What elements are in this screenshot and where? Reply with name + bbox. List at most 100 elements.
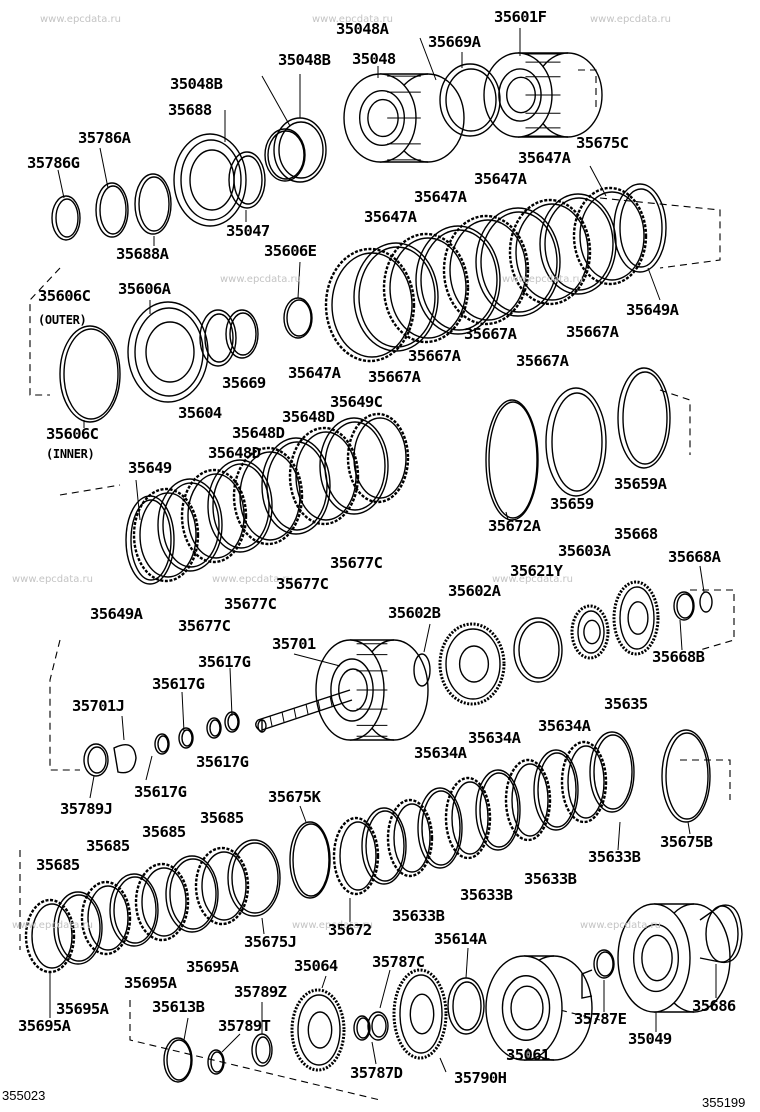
ring-35617G-c-inner [209,719,221,737]
leader-l67 [687,821,691,835]
piston-35606A [127,301,209,403]
part-label-l60: 35789J [60,800,113,818]
part-label-l33: 35648D [208,444,261,462]
leader-l4 [261,75,291,127]
steel-plate-row3-inner [324,421,386,511]
ring-35617G-a [154,733,170,755]
steel-plate-row6 [227,839,281,917]
piston-35688-bore [189,149,235,211]
part-label-l41: 35621Y [510,562,563,580]
part-label-l26: 35667A [516,352,569,370]
steel-plate-row6-inner [113,876,157,944]
ring-35659 [545,387,607,497]
assembly-line-right-3 [680,759,731,800]
clutch-plate-row3 [346,412,410,504]
gear-35603A [570,604,610,660]
part-label-l27: 35669 [222,374,266,392]
shaft-end [257,719,267,733]
retaining-plate-35649A-b [125,495,175,585]
watermark-text: www.epcdata.ru [312,14,393,25]
watermark-text: www.epcdata.ru [292,920,373,931]
assembly-line-right-1 [659,389,691,455]
part-label-l82: 35695A [18,1017,71,1035]
spring-35047-inner [233,155,263,205]
part-label-l64: 35685 [86,837,130,855]
leader-l9 [57,169,65,199]
retaining-plate-35649A [613,183,667,273]
part-label-l36: 35659A [614,475,667,493]
part-label-l69: 35633B [460,886,513,904]
bearing-35787D [367,1011,389,1041]
leader-l59 [145,755,153,781]
drum-35049-hub [641,934,673,982]
part-label-l44: 35677C [224,595,277,613]
leader-l17 [297,261,301,299]
leader-l88 [439,1057,447,1073]
part-label-l31: 35648D [282,408,335,426]
part-label-l56: 35634A [538,717,591,735]
ring-gear-35790H-inner [399,974,443,1054]
part-label-l86: 35061 [506,1046,550,1064]
clutch-plate-row6-inner [141,867,187,937]
ring-35617G-c [206,717,222,739]
clutch-plate-row3 [132,487,200,583]
snap-ring-35675B-inner [665,732,709,820]
ring-35786G [51,195,81,241]
label-inner-note: (INNER) [46,447,95,461]
part-label-l51: 35617G [198,653,251,671]
clutch-plate-row5-inner [339,821,377,891]
part-label-l23: 35647A [288,364,341,382]
steel-plate-row5 [361,807,407,885]
steel-plate-row2-inner [480,211,558,313]
leader-l76 [321,975,327,989]
ring-35668A [699,591,713,613]
diagram-code-left: 355023 [2,1088,46,1103]
steel-plate-row5-inner [365,810,405,882]
steel-plate-row3 [157,478,223,572]
diagram-code-right: 355199 [702,1095,746,1110]
assembly-line-top [578,69,597,110]
steel-plate-row6 [109,873,159,947]
clutch-plate-row6-inner [31,903,73,969]
part-label-l1: 35601F [494,8,547,26]
clutch-plate-row3 [232,446,304,546]
shaft-groove [329,695,333,707]
watermark-text: www.epcdata.ru [590,14,671,25]
leader-l61 [299,805,307,823]
part-label-l4: 35048B [278,51,331,69]
clutch-plate-row2 [324,247,416,363]
assembly-line-bottom-right [559,1009,601,1021]
seal-ring-35048B-b [264,128,306,182]
ring-35789T [207,1049,225,1075]
part-label-l35: 35659 [550,495,594,513]
clutch-plate-row3 [288,426,360,526]
leader-l12 [589,165,607,197]
steel-plate-row3-inner [212,463,270,549]
leader-l81 [221,1033,241,1053]
washer-35789J-inner [87,746,107,774]
part-label-l38: 35668 [614,525,658,543]
part-label-l76: 35064 [294,957,338,975]
steel-plate-row5-inner [537,752,577,828]
ring-35602B [413,653,431,687]
ring-35614A-inner [452,981,482,1031]
part-label-l88: 35790H [454,1069,507,1087]
drum-35049-front [617,903,691,1013]
snap-ring-35675B [661,729,711,823]
part-label-l52: 35617G [152,675,205,693]
leader-l66 [617,821,621,851]
clutch-plate-row5-inner [393,803,431,873]
ring-35786A-inner [99,185,127,235]
watermark-text: www.epcdata.ru [220,274,301,285]
clutch-plate-row2-inner [515,203,589,301]
part-label-l68: 35633B [524,870,577,888]
ring-35787E-inner [596,951,614,977]
flange-35686 [699,904,743,964]
ring-35617G-a-inner [157,735,169,753]
part-label-l67: 35675B [660,833,713,851]
part-label-l14: 35647A [474,170,527,188]
clutch-35602A [438,622,506,706]
gear-35603A-inner [577,610,605,654]
part-label-l49: 35668B [652,648,705,666]
clutch-plate-row6 [24,898,76,974]
